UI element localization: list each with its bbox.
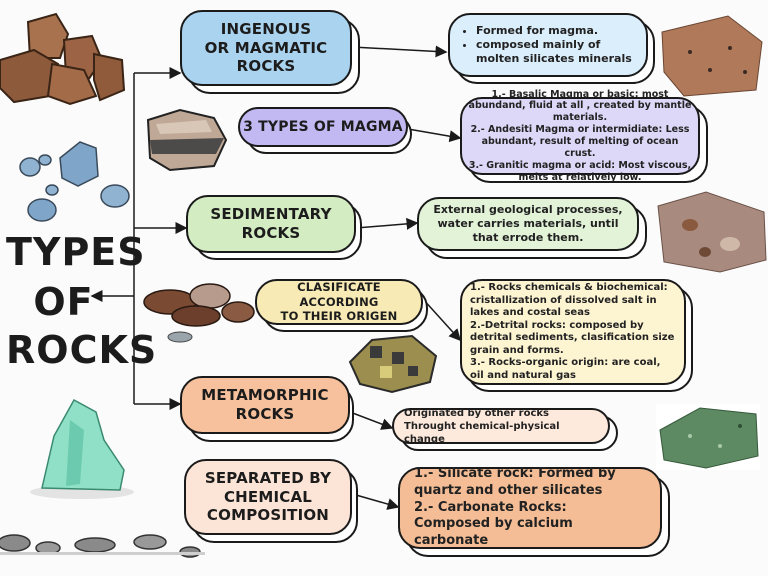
classify-label-1: CLASIFICATE ACCORDING [297, 279, 381, 309]
metamorphic-label-1: METAMORPHIC [201, 386, 329, 405]
chemical-label-3: COMPOSITION [206, 506, 330, 525]
layered-rock-icon [146, 108, 228, 172]
sedimentary-desc-2: water carries materials, until [437, 216, 619, 230]
metamorphic-box: METAMORPHIC ROCKS [180, 376, 350, 434]
magma-desc-box: 1.- Basalic Magma or basic: most abundan… [460, 89, 700, 183]
chemical-box: SEPARATED BY CHEMICAL COMPOSITION [184, 459, 352, 535]
magma-box: 3 TYPES OF MAGMA [238, 107, 408, 147]
igneous-desc-box: Formed for magma. composed mainly of mol… [448, 13, 648, 77]
igneous-point-2: composed mainly of molten silicates mine… [476, 38, 646, 66]
title-line-3: ROCKS [6, 328, 158, 372]
grey-stones-icon [0, 534, 205, 558]
chemical-desc-box: 1.- Silicate rock: Formed by quartz and … [398, 465, 662, 549]
chemical-label-1: SEPARATED BY [204, 468, 332, 487]
sedimentary-box: SEDIMENTARY ROCKS [186, 195, 356, 253]
magma-line-2: 2.- Andesiti Magma or intermidiate: Less… [470, 124, 690, 159]
classify-desc-box: 1.- Rocks chemicals & biochemical: crist… [460, 279, 686, 385]
igneous-label-1: INGENOUS [220, 19, 312, 38]
magma-line-1: 1.- Basalic Magma or basic: most abundan… [468, 88, 692, 124]
chemical-label-2: CHEMICAL [223, 487, 313, 506]
blue-pebbles-icon [19, 141, 130, 222]
magma-line-3: 3.- Granitic magma or acid: Most viscous… [468, 159, 692, 183]
igneous-label-3: ROCKS [236, 57, 296, 76]
sedimentary-label-1: SEDIMENTARY [210, 205, 332, 224]
classify-line-2: 2.-Detrital rocks: composed by detrital … [470, 319, 675, 356]
sediment-pebbles-icon [143, 283, 255, 343]
igneous-point-1: Formed for magma. [476, 24, 646, 38]
magma-label: 3 TYPES OF MAGMA [243, 119, 403, 135]
metamorphic-desc-box: Originated by other rocks Throught chemi… [392, 407, 610, 445]
sedimentary-label-2: ROCKS [241, 224, 301, 242]
metamorphic-desc-1: Originated by other rocks [404, 407, 549, 419]
title-line-1: TYPES [6, 230, 146, 274]
classify-box: CLASIFICATE ACCORDING TO THEIR ORIGEN [255, 279, 423, 325]
sedimentary-desc-1: External geological processes, [433, 202, 623, 216]
igneous-box: INGENOUS OR MAGMATIC ROCKS [180, 10, 352, 86]
igneous-label-2: OR MAGMATIC [204, 38, 328, 57]
green-schist-photo-icon [656, 404, 760, 470]
chemical-line-2: 2.- Carbonate Rocks: Composed by calcium… [414, 499, 573, 549]
sedimentary-desc-box: External geological processes, water car… [417, 197, 639, 251]
classify-line-1: 1.- Rocks chemicals & biochemical: crist… [470, 282, 668, 318]
brown-rock-pile-icon [0, 12, 126, 106]
metamorphic-label-2: ROCKS [235, 405, 295, 423]
pyrite-crystal-icon [348, 334, 438, 394]
granite-photo-icon [661, 15, 763, 97]
green-crystal-icon [30, 398, 134, 499]
metamorphic-desc-2: Throught chemical-physical change [404, 420, 560, 445]
chemical-line-1: 1.- Silicate rock: Formed by quartz and … [414, 465, 616, 498]
classify-line-3: 3.- Rocks-organic origin: are coal, oil … [470, 357, 661, 381]
conglomerate-photo-icon [657, 191, 767, 273]
sedimentary-desc-3: that errode them. [472, 231, 584, 245]
title-line-2: OF [33, 280, 94, 324]
classify-label-2: TO THEIR ORIGEN [280, 309, 398, 324]
